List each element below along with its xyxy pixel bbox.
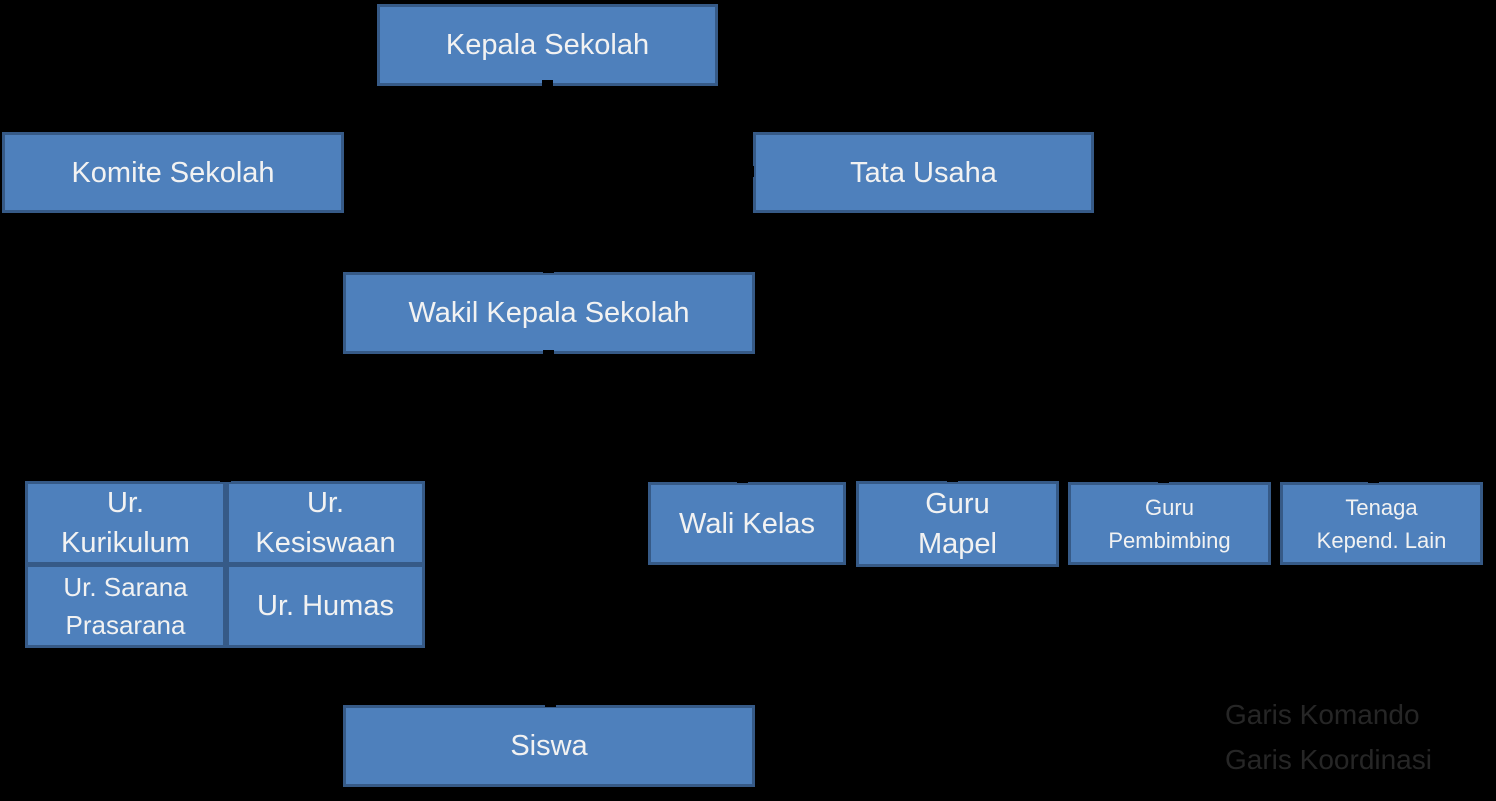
node-label: Wali Kelas — [679, 507, 815, 540]
node-ur-sarana-prasarana: Ur. Sarana Prasarana — [25, 564, 226, 648]
node-komite-sekolah: Komite Sekolah — [2, 132, 344, 213]
connector-stub — [542, 80, 553, 87]
node-label: Tenaga — [1345, 494, 1418, 520]
node-wali-kelas: Wali Kelas — [648, 482, 846, 565]
node-label: Tata Usaha — [850, 156, 997, 189]
connector-stub — [745, 166, 754, 177]
node-ur-kurikulum: Ur. Kurikulum — [25, 481, 226, 565]
connector-stub — [545, 700, 556, 707]
node-label: Ur. Sarana — [63, 572, 188, 602]
node-label: Ur. — [306, 487, 345, 519]
node-tata-usaha: Tata Usaha — [753, 132, 1094, 213]
node-label: Wakil Kepala Sekolah — [408, 297, 690, 329]
node-label: Kepala Sekolah — [445, 29, 650, 61]
node-label: Siswa — [510, 730, 588, 762]
node-label: Guru — [1145, 494, 1194, 520]
node-label: Komite Sekolah — [71, 156, 275, 189]
connector-stub — [220, 476, 231, 482]
node-tenaga-kepend-lain: Tenaga Kepend. Lain — [1280, 482, 1483, 565]
connector-stub — [737, 477, 748, 483]
connector-stub — [543, 267, 554, 273]
node-label: Kesiswaan — [255, 527, 396, 559]
node-guru-pembimbing: Guru Pembimbing — [1068, 482, 1271, 565]
legend: Garis Komando Garis Koordinasi — [1225, 692, 1432, 782]
legend-item-garis-komando: Garis Komando — [1225, 699, 1420, 730]
node-label: Pembimbing — [1108, 527, 1231, 553]
connector-stub — [1158, 477, 1169, 483]
connector-stub — [947, 476, 958, 482]
node-label: Prasarana — [65, 610, 186, 640]
node-label: Ur. Humas — [257, 590, 394, 622]
node-kepala-sekolah: Kepala Sekolah — [377, 4, 718, 86]
node-wakil-kepala-sekolah: Wakil Kepala Sekolah — [343, 272, 755, 354]
node-label: Ur. — [106, 487, 145, 519]
connector-stub — [543, 350, 554, 357]
node-ur-kesiswaan: Ur. Kesiswaan — [226, 481, 425, 565]
node-label: Kurikulum — [61, 527, 190, 559]
node-ur-humas: Ur. Humas — [226, 564, 425, 648]
node-label: Kepend. Lain — [1316, 527, 1447, 553]
connector-stub — [1368, 477, 1379, 483]
legend-item-garis-koordinasi: Garis Koordinasi — [1225, 744, 1432, 775]
node-guru-mapel: Guru Mapel — [856, 481, 1059, 567]
node-siswa: Siswa — [343, 705, 755, 787]
node-label: Guru — [925, 488, 990, 520]
node-label: Mapel — [918, 528, 997, 560]
